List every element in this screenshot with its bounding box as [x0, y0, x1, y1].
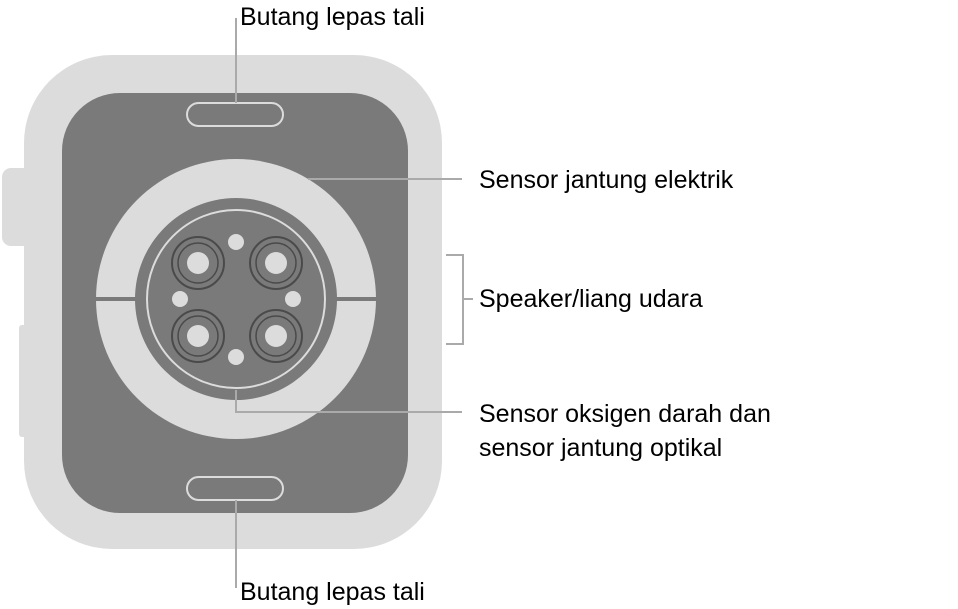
label-band-release-bottom: Butang lepas tali: [240, 578, 425, 606]
sensor-center-outline: [146, 209, 326, 389]
label-electrical-heart-sensor: Sensor jantung elektrik: [479, 166, 734, 194]
label-blood-oxygen-line1: Sensor oksigen darah dan: [479, 400, 771, 428]
optical-sensor-top-right: [249, 236, 303, 290]
sensor-center-area: [135, 198, 337, 400]
leader-line-blood-oxygen-sensor: [235, 390, 462, 413]
label-speaker-air-vent: Speaker/liang udara: [479, 285, 703, 313]
optical-sensor-bottom-right: [249, 309, 303, 363]
led-dot-bottom: [228, 349, 244, 365]
optical-sensor-bottom-left: [171, 309, 225, 363]
label-band-release-top: Butang lepas tali: [240, 3, 425, 31]
speaker-bracket: [446, 254, 464, 345]
led-dot-right: [285, 291, 301, 307]
led-dot-top: [228, 234, 244, 250]
optical-sensor-top-left: [171, 236, 225, 290]
label-blood-oxygen-line2: sensor jantung optikal: [479, 434, 722, 462]
led-dot-left: [172, 291, 188, 307]
